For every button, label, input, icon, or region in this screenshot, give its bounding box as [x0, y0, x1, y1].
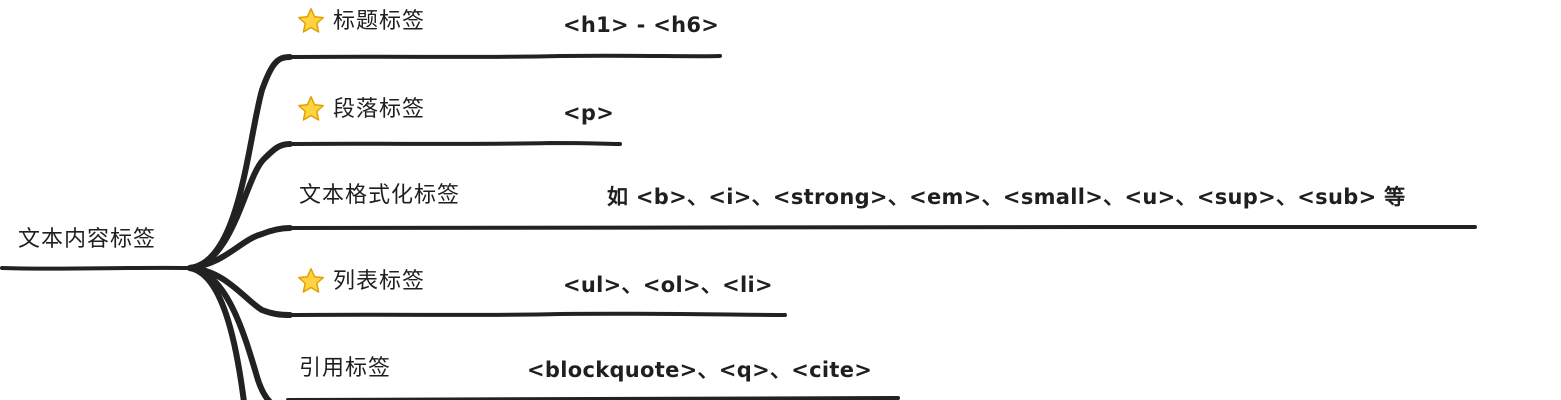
branch-4-underline	[286, 311, 787, 317]
root-label: 文本内容标签	[18, 227, 157, 252]
connector-branch-1	[187, 54, 293, 271]
connector-branch-5	[187, 265, 273, 400]
star-icon	[298, 8, 324, 33]
branch-desc-text-formatting: 如 <b>、<i>、<strong>、<em>、<small>、<u>、<sup…	[607, 185, 1406, 209]
branch-label-list: 列表标签	[333, 269, 426, 294]
branch-desc-list: <ul>、<ol>、<li>	[563, 273, 773, 297]
root-underline	[0, 265, 192, 271]
connector-branch-6	[187, 265, 247, 400]
connector-branch-4	[187, 265, 293, 318]
branch-desc-paragraph: <p>	[563, 101, 615, 125]
star-icon	[298, 96, 324, 121]
connector-branch-2	[187, 141, 293, 271]
branch-label-quote: 引用标签	[299, 356, 392, 381]
branch-1-underline	[286, 53, 722, 59]
branch-desc-quote: <blockquote>、<q>、<cite>	[527, 358, 873, 382]
branch-2-underline	[286, 140, 622, 146]
connector-branch-3	[187, 225, 293, 271]
branch-label-paragraph: 段落标签	[333, 97, 426, 122]
branch-label-headings: 标题标签	[333, 9, 426, 34]
branch-3-underline	[286, 224, 1477, 230]
star-icon	[298, 268, 324, 293]
branch-desc-headings: <h1> - <h6>	[563, 13, 720, 37]
branch-5-underline	[286, 396, 900, 400]
branch-label-text-formatting: 文本格式化标签	[299, 183, 461, 208]
